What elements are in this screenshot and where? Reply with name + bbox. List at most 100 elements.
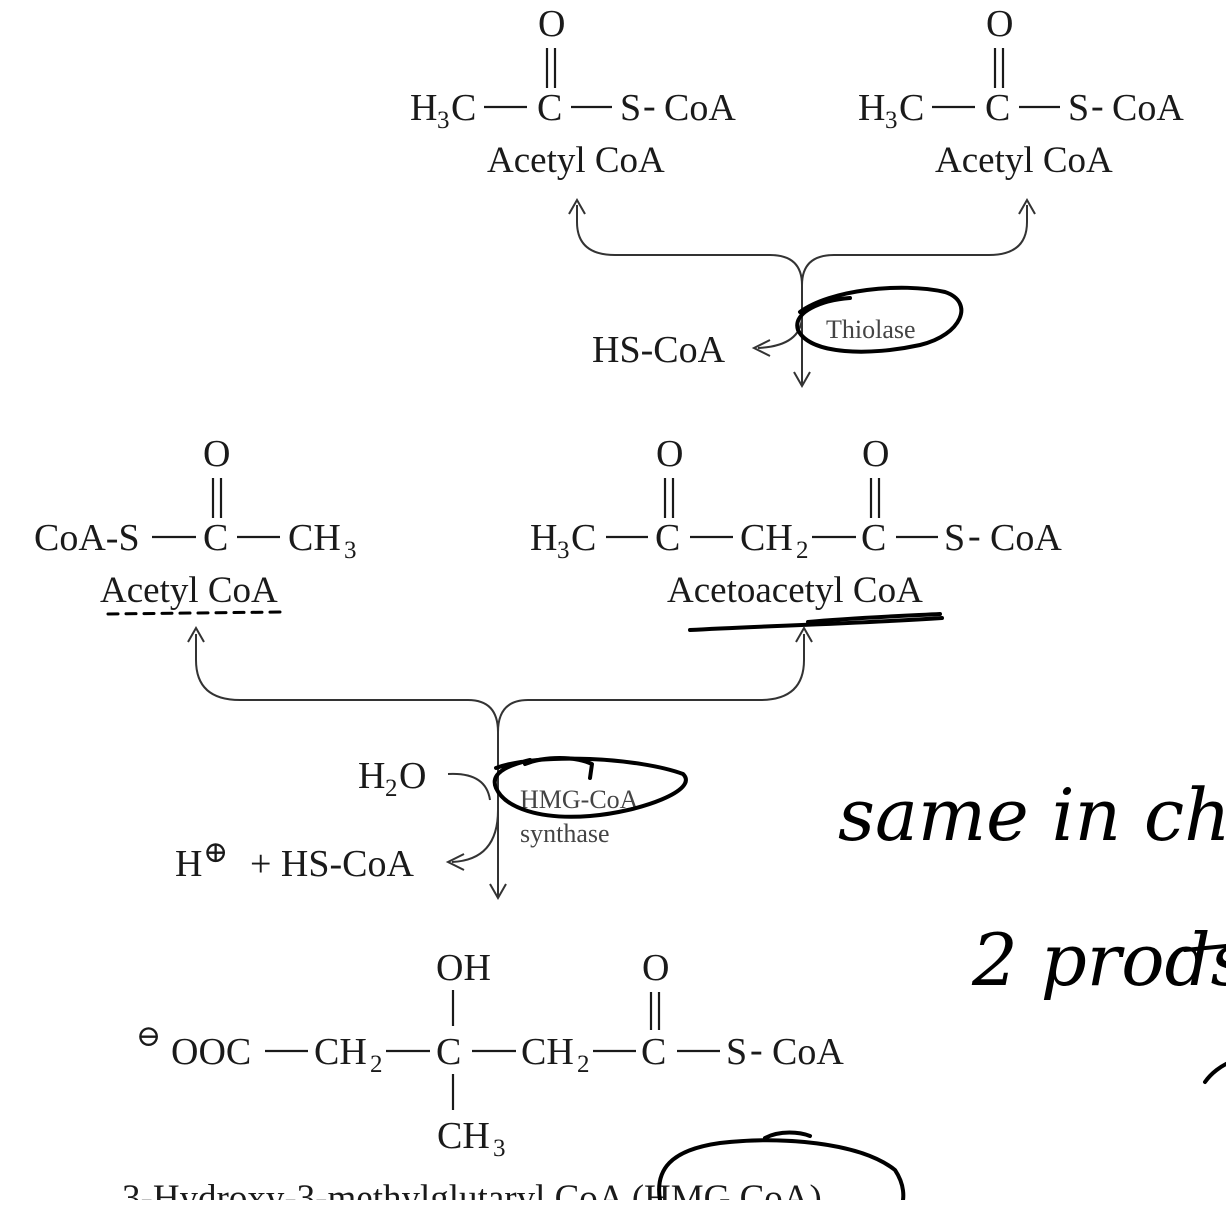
carbonyl-carbon: C	[537, 87, 562, 129]
carbonyl-carbon: C	[641, 1031, 666, 1073]
carbonyl-carbon: C	[203, 517, 228, 559]
handwritten-note-prods: 2 prods	[971, 918, 1226, 1002]
enzyme-hmg-coa: HMG-CoA	[520, 785, 639, 814]
minus-charge: ⊖	[136, 1020, 161, 1053]
methyl: CH	[437, 1115, 490, 1157]
water-input-curve	[447, 772, 491, 801]
atom-c: C	[436, 1031, 461, 1073]
subscript: 3	[437, 107, 450, 134]
atom-c: C	[451, 87, 476, 129]
atom-ch: CH	[521, 1031, 574, 1073]
handwritten-underline	[806, 612, 942, 624]
bracket-left-arm	[195, 634, 499, 733]
proton-byproduct: H ⊕ + HS-CoA	[175, 836, 415, 885]
acetyl-coa-top-left: O H 3 C C S - CoA Acetyl CoA	[410, 3, 736, 181]
handwritten-underline	[688, 616, 944, 632]
atom-s: S	[620, 87, 641, 129]
handwritten-dashed-underline	[106, 610, 284, 616]
handwritten-note-cholesterol: same in cholesterol	[838, 773, 1226, 857]
arrowhead-up	[187, 625, 205, 643]
byproduct-hs-coa: HS-CoA	[592, 329, 726, 371]
water-input: H 2 O	[358, 755, 426, 802]
arrowhead-down	[489, 883, 507, 901]
coa-label: CoA	[1112, 87, 1184, 129]
carbonyl-carbon: C	[655, 517, 680, 559]
atom-o: O	[399, 755, 426, 797]
compound-name: Acetoacetyl CoA	[667, 570, 923, 611]
carbonyl-oxygen: O	[656, 433, 683, 475]
compound-name: Acetyl CoA	[100, 570, 278, 611]
handwritten-circle	[492, 756, 688, 819]
arrowhead-left	[751, 339, 771, 357]
coa-label: CoA	[772, 1031, 844, 1073]
carbonyl-carbon: C	[861, 517, 886, 559]
dash: -	[1091, 85, 1104, 127]
subscript: 3	[493, 1135, 506, 1162]
coa-label: CoA	[990, 517, 1062, 559]
subscript: 2	[577, 1051, 590, 1078]
arrowhead-up	[1018, 197, 1036, 215]
atom-h: H	[410, 87, 437, 129]
acetyl-coa-middle: O CoA-S C CH 3 Acetyl CoA	[34, 433, 357, 616]
atom-ch: CH	[288, 517, 341, 559]
atom-s: S	[944, 517, 965, 559]
atom-s: S	[1068, 87, 1089, 129]
atom-ch: CH	[314, 1031, 367, 1073]
atom-c: C	[899, 87, 924, 129]
atom-h: H	[358, 755, 385, 797]
dash: -	[968, 515, 981, 557]
compound-name: Acetyl CoA	[487, 140, 665, 181]
carbonyl-oxygen: O	[203, 433, 230, 475]
atom-s: S	[726, 1031, 747, 1073]
handwritten-circle	[795, 285, 964, 354]
bracket-right-arm	[497, 634, 805, 733]
subscript: 3	[557, 537, 570, 564]
enzyme-thiolase: Thiolase	[826, 315, 916, 344]
compound-name: Acetyl CoA	[935, 140, 1113, 181]
arrowhead-up	[568, 197, 586, 215]
carboxylate: OOC	[171, 1031, 251, 1073]
subscript: 2	[370, 1051, 383, 1078]
atom-h: H	[175, 843, 202, 885]
hydroxyl: OH	[436, 947, 491, 989]
carbonyl-oxygen: O	[862, 433, 889, 475]
handwritten-mark	[1203, 1062, 1226, 1084]
acetyl-coa-top-right: O H 3 C C S - CoA Acetyl CoA	[858, 3, 1184, 181]
arrowhead-left	[445, 853, 465, 871]
atom-h: H	[858, 87, 885, 129]
atom-h: H	[530, 517, 557, 559]
atom-c: C	[571, 517, 596, 559]
carbonyl-carbon: C	[985, 87, 1010, 129]
subscript: 3	[344, 537, 357, 564]
subscript: 2	[796, 537, 809, 564]
side-arrow	[757, 317, 803, 349]
hmg-coa-synthase-bracket	[187, 625, 813, 901]
dash: -	[750, 1029, 763, 1071]
subscript: 2	[385, 775, 398, 802]
coa-s-label: CoA-S	[34, 517, 140, 559]
hmg-coa-product: ⊖ OOC CH 2 C CH 2 C S - CoA OH O CH 3 3-…	[122, 947, 906, 1205]
arrowhead-up	[795, 625, 813, 643]
enzyme-synthase: synthase	[520, 819, 610, 848]
carbonyl-oxygen: O	[986, 3, 1013, 45]
byproduct-hs-coa: + HS-CoA	[250, 843, 415, 885]
carbonyl-oxygen: O	[538, 3, 565, 45]
atom-ch: CH	[740, 517, 793, 559]
handwritten-stroke	[763, 1130, 812, 1140]
handwritten-dash	[1183, 944, 1226, 952]
carbonyl-oxygen: O	[642, 947, 669, 989]
bracket-right-arm	[801, 205, 1028, 286]
side-arrow	[451, 809, 499, 863]
handwritten-circle	[657, 1138, 906, 1205]
subscript: 3	[885, 107, 898, 134]
dash: -	[643, 85, 656, 127]
plus-charge: ⊕	[203, 836, 228, 869]
compound-name: 3-Hydroxy-3-methylglutaryl CoA (HMG CoA)	[122, 1178, 822, 1200]
handwritten-tick	[523, 756, 594, 780]
coa-label: CoA	[664, 87, 736, 129]
acetoacetyl-coa: O O H 3 C C CH 2 C S - CoA Acetoacetyl C…	[530, 433, 1062, 632]
bracket-left-arm	[576, 205, 803, 286]
arrowhead-down	[793, 371, 811, 389]
